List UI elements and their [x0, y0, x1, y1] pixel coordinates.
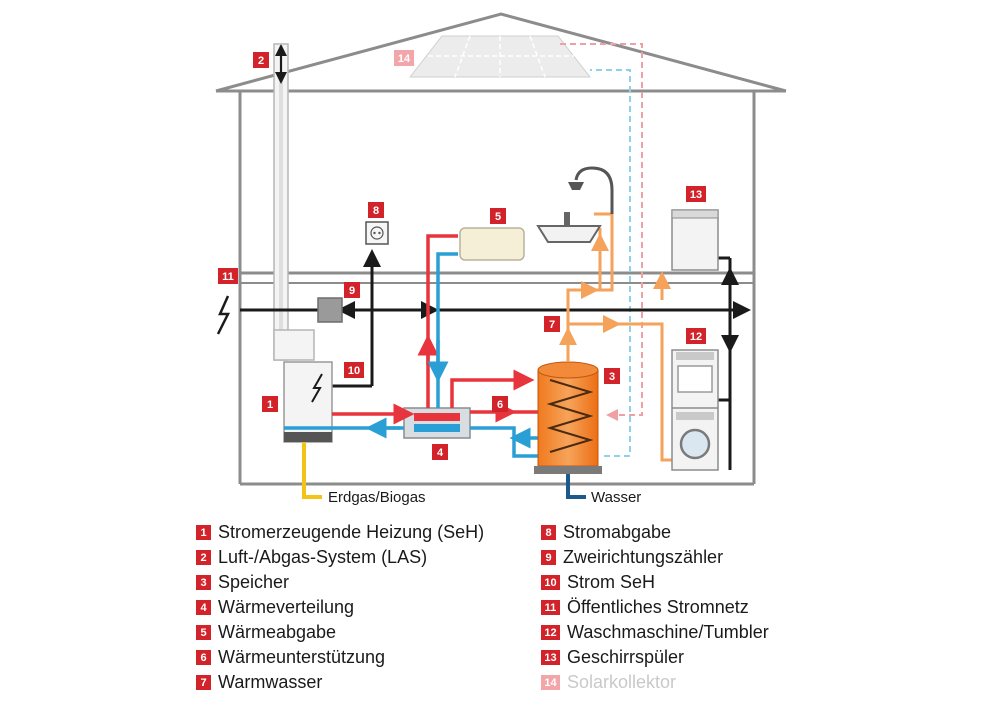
svg-text:3: 3: [609, 371, 615, 383]
legend-text: Speicher: [218, 572, 290, 592]
legend-item-8: 8 Stromabgabe: [541, 520, 769, 545]
legend-num: 10: [541, 575, 560, 590]
badge-6: 6: [492, 396, 508, 412]
legend-item-6: 6 Wärmeunterstützung: [196, 645, 484, 670]
svg-text:5: 5: [495, 211, 501, 223]
legend-text: Öffentliches Stromnetz: [567, 597, 749, 617]
badge-9: 9: [344, 282, 360, 298]
legend-item-1: 1 Stromerzeugende Heizung (SeH): [196, 520, 484, 545]
legend-right: 8 Stromabgabe 9 Zweirichtungszähler 10 Stro…: [541, 520, 769, 695]
legend-item-9: 9 Zweirichtungszähler: [541, 545, 769, 570]
legend-text: Wärmeabgabe: [218, 622, 337, 642]
solar-collector: [408, 35, 592, 78]
legend-left: 1 Stromerzeugende Heizung (SeH) 2 Luft-/Ab…: [196, 520, 484, 695]
legend-num: 12: [541, 625, 560, 640]
solar-return-line: [590, 69, 631, 457]
socket-icon: [365, 221, 389, 245]
legend-num: 14: [541, 675, 560, 690]
legend-text: Stromabgabe: [563, 522, 672, 542]
badge-12: 12: [686, 328, 706, 344]
legend-item-13: 13 Geschirrspüler: [541, 645, 769, 670]
badge-11: 11: [218, 268, 238, 284]
shower-sink: [536, 166, 614, 243]
washer-dryer: [671, 349, 719, 471]
badge-4: 4: [432, 444, 448, 460]
svg-text:10: 10: [348, 365, 360, 377]
svg-text:12: 12: [690, 331, 702, 343]
water-inlet-line: [566, 474, 586, 499]
legend-num: 6: [196, 650, 211, 665]
legend-num: 8: [541, 525, 556, 540]
svg-text:9: 9: [349, 285, 355, 297]
svg-text:13: 13: [690, 189, 702, 201]
legend-num: 5: [196, 625, 211, 640]
badge-14: 14: [394, 50, 414, 66]
badge-3: 3: [604, 368, 620, 384]
legend-item-14: 14 Solarkollektor: [541, 670, 769, 695]
badge-10: 10: [344, 362, 364, 378]
legend-num: 9: [541, 550, 556, 565]
legend-text: Stromerzeugende Heizung (SeH): [218, 522, 485, 542]
legend-text: Warmwasser: [218, 672, 323, 692]
gas-label: Erdgas/Biogas: [328, 489, 426, 506]
radiator: [459, 227, 525, 261]
svg-text:6: 6: [497, 399, 503, 411]
legend-num: 2: [196, 550, 211, 565]
svg-text:8: 8: [373, 205, 379, 217]
legend-text: Zweirichtungszähler: [563, 547, 724, 567]
legend-text: Waschmaschine/Tumbler: [567, 622, 769, 642]
legend-num: 13: [541, 650, 560, 665]
legend-text: Strom SeH: [567, 572, 656, 592]
legend-num: 3: [196, 575, 211, 590]
svg-text:2: 2: [258, 55, 264, 67]
meter-box: [317, 297, 343, 323]
badge-7: 7: [544, 316, 560, 332]
legend-text: Luft-/Abgas-System (LAS): [218, 547, 428, 567]
legend-text: Solarkollektor: [567, 672, 677, 692]
legend-num: 7: [196, 675, 211, 690]
exhaust-pipe: [273, 43, 315, 361]
legend-num: 11: [541, 600, 560, 615]
legend-text: Wärmeverteilung: [218, 597, 355, 617]
boiler-unit: [283, 361, 333, 443]
house-outline: [215, 12, 787, 486]
legend-num: 1: [196, 525, 211, 540]
storage-tank: [534, 361, 602, 474]
legend-item-11: 11 Öffentliches Stromnetz: [541, 595, 769, 620]
legend-num: 4: [196, 600, 211, 615]
badge-1: 1: [262, 396, 278, 412]
svg-text:11: 11: [222, 271, 234, 283]
svg-text:7: 7: [549, 319, 555, 331]
legend-item-10: 10 Strom SeH: [541, 570, 769, 595]
legend-item-3: 3 Speicher: [196, 570, 484, 595]
svg-text:1: 1: [267, 399, 273, 411]
badge-13: 13: [686, 186, 706, 202]
legend-item-2: 2 Luft-/Abgas-System (LAS): [196, 545, 484, 570]
legend-text: Geschirrspüler: [567, 647, 685, 667]
gas-line: [302, 442, 322, 499]
legend-item-5: 5 Wärmeabgabe: [196, 620, 484, 645]
water-label: Wasser: [591, 489, 641, 506]
grid-lightning-icon: [216, 295, 231, 335]
legend-text: Wärmeunterstützung: [218, 647, 386, 667]
badge-5: 5: [490, 208, 506, 224]
solar-supply-line: [560, 43, 643, 421]
legend-item-12: 12 Waschmaschine/Tumbler: [541, 620, 769, 645]
badge-8: 8: [368, 202, 384, 218]
legend-item-4: 4 Wärmeverteilung: [196, 595, 484, 620]
badge-2: 2: [253, 52, 269, 68]
heat-distribution-block: [403, 407, 471, 439]
dishwasher: [671, 209, 719, 271]
legend-item-7: 7 Warmwasser: [196, 670, 484, 695]
svg-text:4: 4: [437, 447, 444, 459]
svg-text:14: 14: [398, 53, 411, 65]
